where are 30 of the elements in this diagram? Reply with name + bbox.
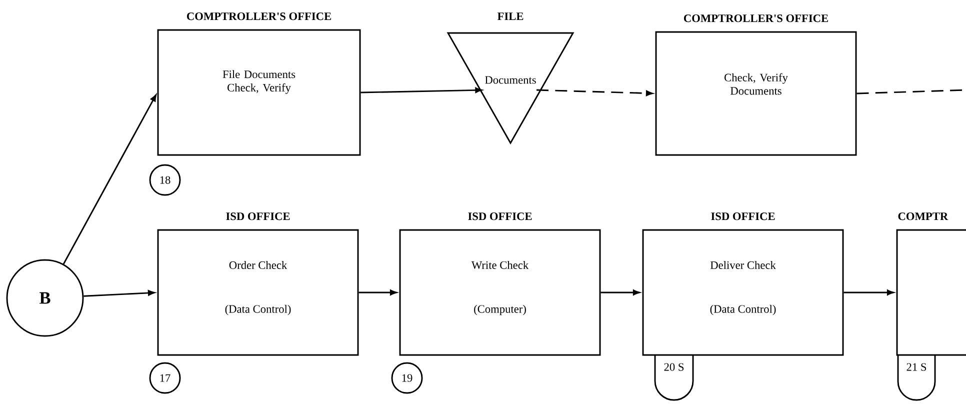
arrow [62, 94, 156, 264]
process-box: Check, Verify Documents [655, 31, 857, 156]
step-tab: 21 S [897, 355, 936, 401]
process-box: Write Check (Computer) [399, 229, 601, 356]
arrow [600, 290, 640, 296]
step-number: 17 [149, 362, 181, 394]
office-heading: ISD OFFICE [711, 212, 775, 220]
step-tab: 20 S [654, 355, 694, 401]
process-box: Deliver Check (Data Control) [642, 229, 844, 356]
node-label: Order Check [229, 261, 288, 269]
office-heading: COMPTROLLER'S OFFICE [684, 14, 828, 22]
node-label: (Data Control) [710, 304, 776, 316]
office-heading: ISD OFFICE [468, 212, 532, 220]
process-box: File Documents Check, Verify [157, 29, 361, 156]
arrow [844, 290, 894, 296]
arrow [536, 89, 653, 96]
office-heading: COMPTROLLER'S OFFICE [186, 12, 331, 20]
node-label: Deliver Check [710, 261, 776, 269]
office-heading: ISD OFFICE [226, 212, 290, 220]
step-number: 18 [149, 164, 181, 196]
arrow [360, 87, 482, 94]
node-label: (Data Control) [225, 304, 291, 316]
office-heading: COMPTR [898, 212, 948, 220]
step-number: 19 [391, 362, 423, 394]
node-label: (Computer) [474, 304, 526, 316]
process-box: Order Check (Data Control) [157, 229, 359, 356]
arrow [84, 290, 155, 297]
node-label: Write Check [471, 260, 529, 270]
file-heading: FILE [497, 12, 524, 20]
arrow [358, 290, 397, 296]
